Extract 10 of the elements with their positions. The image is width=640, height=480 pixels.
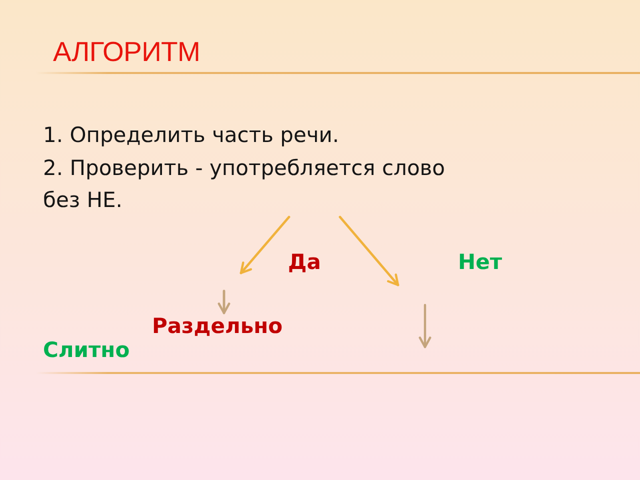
answer-label: Да <box>288 250 321 274</box>
result-label: Слитно <box>43 338 130 362</box>
question-text: 2. Проверить - употребляется слово без НЕ. <box>43 152 463 216</box>
answer-label: Нет <box>458 250 502 274</box>
slide-title: АЛГОРИТМ <box>53 38 200 66</box>
result-label: Раздельно <box>152 314 283 338</box>
arrow <box>240 216 290 274</box>
arrow <box>218 290 230 314</box>
step-text: 1. Определить часть речи. <box>43 123 340 147</box>
arrow <box>338 216 400 286</box>
